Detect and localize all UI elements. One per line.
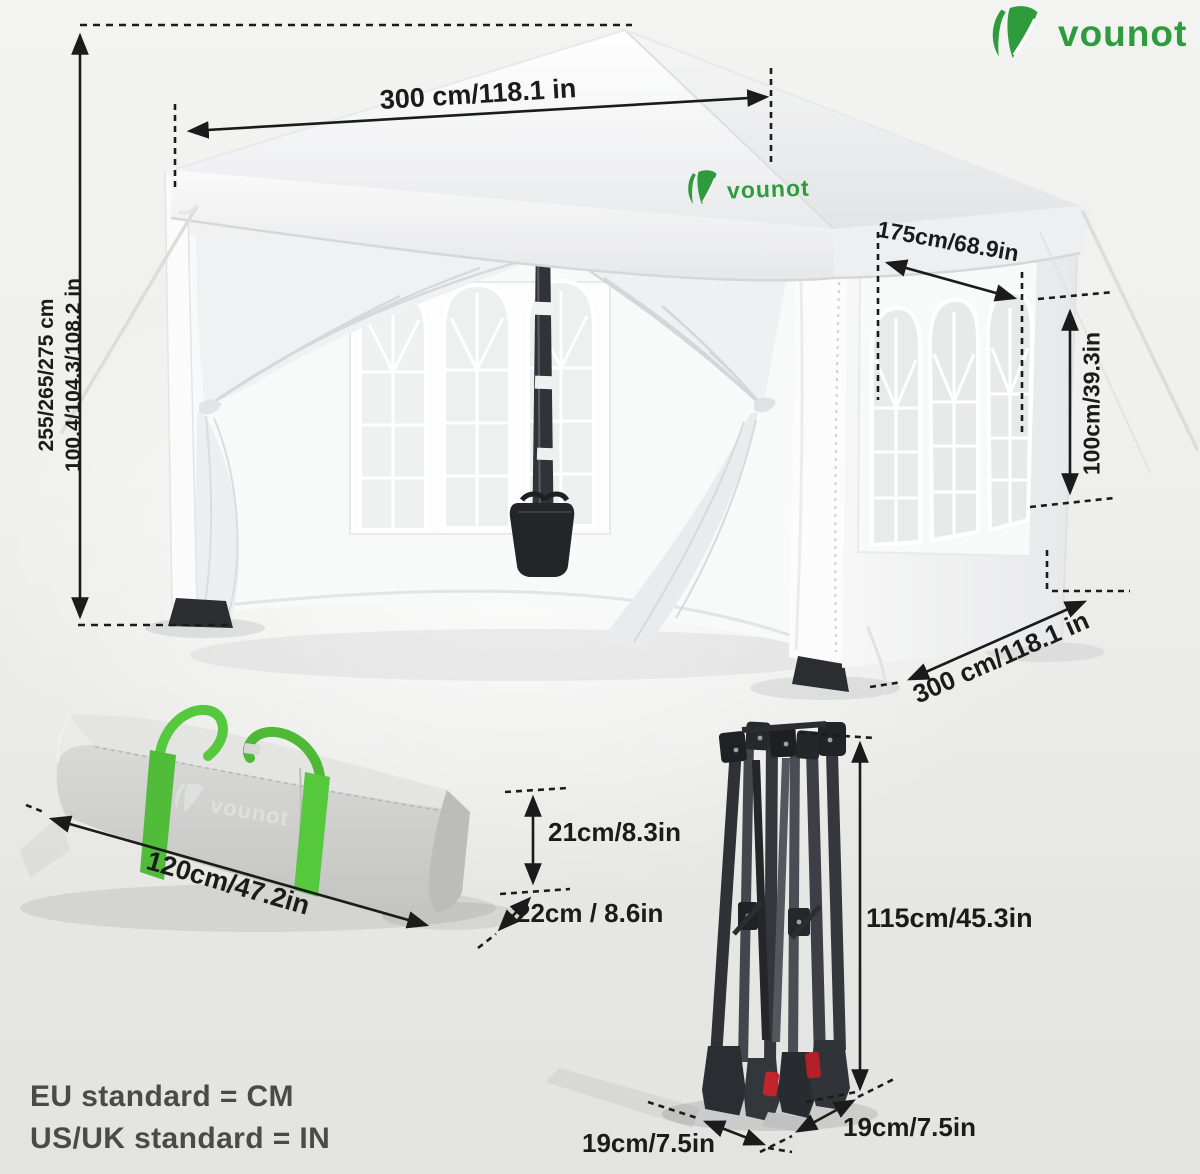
legend-eu-standard: EU standard = CM [30,1080,294,1113]
frame-hinges [732,900,822,940]
brand-wordmark: vounot [1058,13,1188,54]
foot-lever-red [804,1051,822,1079]
curtain-right [562,240,794,650]
frame-top-caps [718,721,846,763]
canopy-wordmark: vounot [726,174,811,204]
height-label-cm: 255/265/275 cm [35,298,58,452]
rope-hook [876,695,891,723]
frame-base-right-label: 19cm/7.5in [843,1112,976,1142]
top-width-arrow [186,89,770,139]
gazebo-illustration [60,29,1199,723]
pole-weight-bag [509,491,575,577]
foot-lever-red [762,1071,780,1097]
legend-us-standard: US/UK standard = IN [30,1122,331,1155]
frame-base-right-arrow [795,1099,856,1133]
curtain-left [186,232,560,620]
bag-depth-arrow [497,896,532,932]
tent-floor-shadow [190,629,850,681]
pillar-front-right [789,232,849,692]
vounot-logo-icon [986,4,1042,62]
center-pole [532,236,558,552]
bag-top-face [70,715,470,812]
vounot-logo-icon [683,167,721,209]
side-wall-right [842,205,1080,668]
dimension-lines [25,23,1130,1154]
bag-end-face [428,790,470,913]
frame-base-left-label: 19cm/7.5in [582,1128,715,1158]
vounot-logo-icon [169,777,207,818]
back-window [349,278,611,535]
height-label-in: 100.4/104.3/108.2 in [62,278,85,472]
frame-height-label: 115cm/45.3in [866,903,1033,933]
depth-arrow [906,600,1088,681]
wall-floor-line [194,589,827,650]
window-height-label: 100cm/39.3in [1078,331,1105,476]
bag-height-label: 21cm/8.3in [548,817,681,847]
bag-depth-label: 22cm / 8.6in [516,898,664,928]
window-width-arrow [884,259,1018,302]
frame-base-left-arrow [702,1120,767,1146]
bag-length-arrow [48,815,430,929]
